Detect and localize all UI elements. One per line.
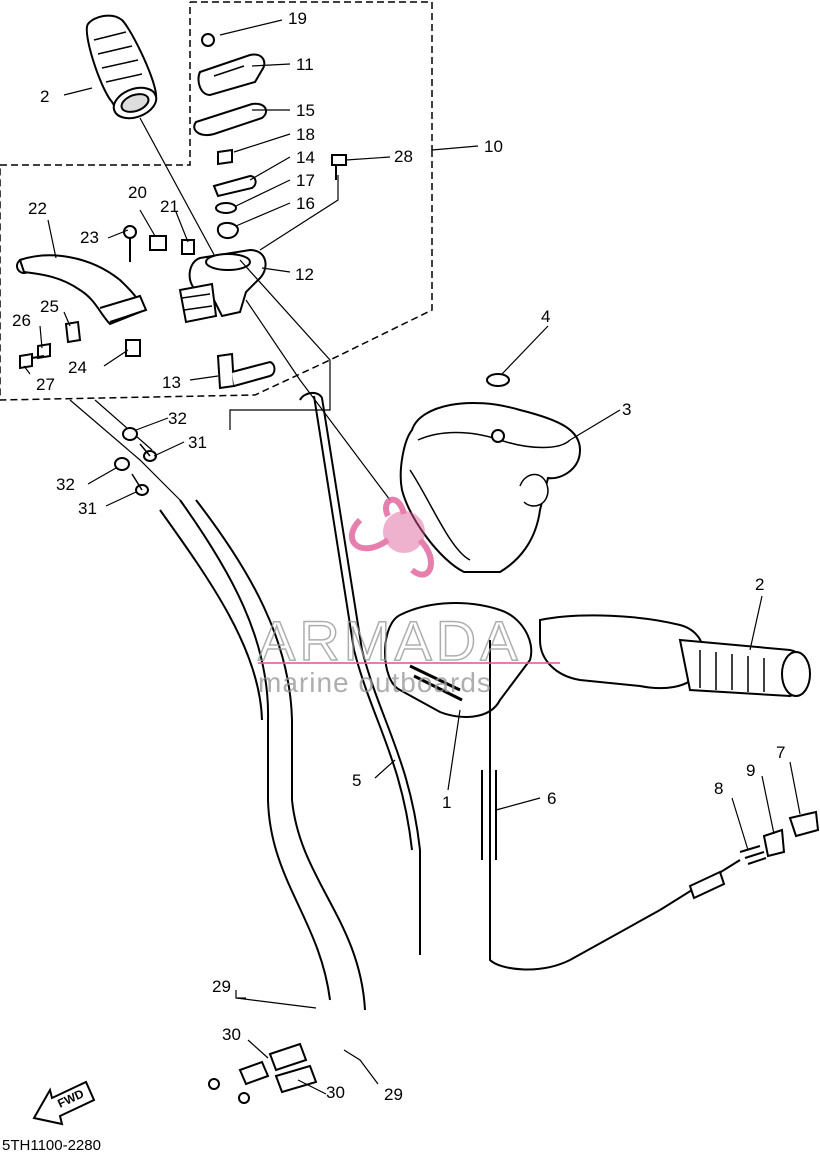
callout-29b: 29 xyxy=(384,1085,403,1104)
reservoir-cap-parts xyxy=(193,33,347,239)
fwd-arrow-icon: FWD xyxy=(32,1080,96,1126)
callout-30a: 30 xyxy=(222,1025,241,1044)
master-cylinder-body xyxy=(178,248,276,390)
callout-6: 6 xyxy=(547,789,556,808)
callout-20: 20 xyxy=(128,183,147,202)
diagram-code: 5TH1100-2280 xyxy=(2,1137,101,1154)
callout-26: 26 xyxy=(12,311,31,330)
callout-28: 28 xyxy=(394,147,413,166)
diaphragm-17 xyxy=(215,202,237,214)
left-grip-part xyxy=(85,14,158,120)
throttle-cable-5 xyxy=(299,392,421,900)
propeller-logo-icon xyxy=(348,496,434,578)
bolt-18 xyxy=(217,148,233,166)
callout-31b: 31 xyxy=(78,499,97,518)
callout-2b: 2 xyxy=(755,575,764,594)
reservoir-cap-11 xyxy=(197,53,266,97)
master-cylinder-box xyxy=(190,1,433,150)
callout-17: 17 xyxy=(296,171,315,190)
throttle-sleeve-part xyxy=(384,602,533,718)
callout-numbers: 1 2 2 3 4 5 6 7 8 9 10 11 12 13 14 15 16… xyxy=(12,9,785,1104)
collar-24 xyxy=(125,339,141,357)
leader-left-grip-axis xyxy=(139,117,219,263)
armada-watermark: ARMADA marine outboards xyxy=(257,496,560,698)
cables xyxy=(159,392,661,1011)
spring-25 xyxy=(64,320,82,344)
master-cylinder-bolt-13 xyxy=(216,352,236,390)
callout-14: 14 xyxy=(296,148,315,167)
callout-5: 5 xyxy=(352,771,361,790)
callout-21: 21 xyxy=(160,197,179,216)
assembly-boundaries xyxy=(0,1,433,401)
callout-23: 23 xyxy=(80,228,99,247)
callout-29a: 29 xyxy=(212,977,231,996)
callout-7: 7 xyxy=(776,743,785,762)
end-7 xyxy=(788,810,820,838)
cable-adjuster-fittings xyxy=(114,427,157,496)
spring-8 xyxy=(739,845,767,865)
callout-16: 16 xyxy=(296,194,315,213)
bellows-16 xyxy=(216,222,240,239)
callout-2a: 2 xyxy=(40,87,49,106)
callout-19: 19 xyxy=(288,9,307,28)
plate-14 xyxy=(212,174,257,198)
watermark-tagline: marine outboards xyxy=(258,667,492,698)
callout-24: 24 xyxy=(68,358,87,377)
callout-8: 8 xyxy=(714,779,723,798)
callout-13: 13 xyxy=(162,373,181,392)
right-grip-part xyxy=(539,614,811,698)
callout-15: 15 xyxy=(296,101,315,120)
callout-3: 3 xyxy=(622,400,631,419)
cover-cap-4 xyxy=(486,373,510,387)
clutch-cable-6 xyxy=(489,640,661,971)
lever-bolt-23 xyxy=(123,225,137,239)
callout-12: 12 xyxy=(295,265,314,284)
callout-31a: 31 xyxy=(188,433,207,452)
pivot-bolt-20 xyxy=(149,235,167,251)
callout-25: 25 xyxy=(40,297,59,316)
callout-leaders xyxy=(23,19,801,1095)
callout-9: 9 xyxy=(746,761,755,780)
leader-10 xyxy=(431,145,479,151)
diaphragm-plate-15 xyxy=(193,102,268,136)
brake-cable-29a xyxy=(179,499,331,1001)
callout-10: 10 xyxy=(484,137,503,156)
callout-30b: 30 xyxy=(326,1083,345,1102)
cap-screw-19 xyxy=(201,33,215,47)
callout-22: 22 xyxy=(28,199,47,218)
brake-lever-box xyxy=(0,2,433,401)
assembly-guide-lines xyxy=(69,175,391,501)
callout-27: 27 xyxy=(36,375,55,394)
brake-lever-part xyxy=(16,225,195,370)
callout-32b: 32 xyxy=(56,475,75,494)
nut-26 xyxy=(37,342,51,360)
callout-4: 4 xyxy=(541,307,550,326)
cable-end-parts xyxy=(659,810,820,911)
clamp-holder xyxy=(178,282,218,324)
screw-28 xyxy=(331,154,347,180)
lower-cable-ends xyxy=(208,1042,318,1104)
callout-11: 11 xyxy=(296,55,314,74)
handlebar-cover-part xyxy=(399,373,582,573)
callout-18: 18 xyxy=(296,125,315,144)
collar-9 xyxy=(762,828,786,858)
callout-32a: 32 xyxy=(168,409,187,428)
bolt-27 xyxy=(19,352,45,370)
nut-21 xyxy=(181,239,195,255)
callout-1: 1 xyxy=(442,793,451,812)
